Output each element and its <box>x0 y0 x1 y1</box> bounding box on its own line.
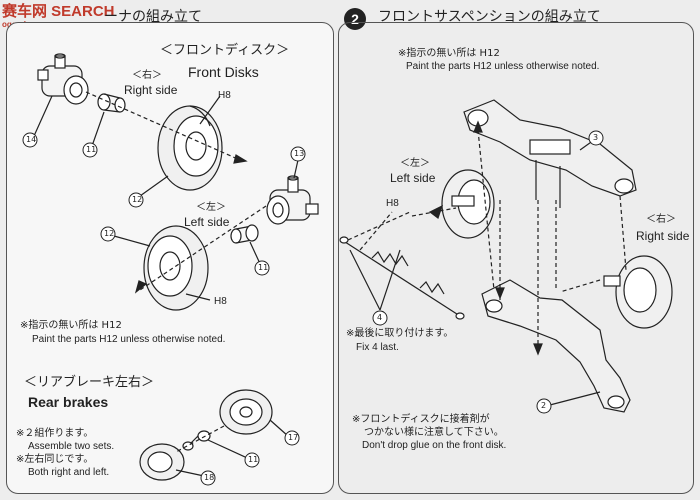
disk-part-12-right <box>157 105 223 191</box>
front-disks-header-jp: ＜フロントディスク＞ <box>160 43 290 58</box>
rear-brakes-header-en: Rear brakes <box>28 394 109 410</box>
step2-paint-note-jp: ※指示の無い所は H12 <box>398 48 500 59</box>
watermark-logo: 赛车网 SEARCH <box>2 3 115 20</box>
paint-note-jp: ※指示の無い所は H12 <box>20 320 122 331</box>
axle-part-11-left <box>230 224 259 244</box>
step2-title: フロントサスペンションの組み立て <box>378 9 601 25</box>
step2-left-label-jp: ＜左＞ <box>400 158 430 169</box>
right-side-label-jp: ＜右＞ <box>132 70 162 81</box>
rear-brakes-header-jp: ＜リアブレーキ左右＞ <box>24 375 155 390</box>
left-side-label-en: Left side <box>184 215 230 229</box>
part-number-11-right: 11 <box>86 145 97 154</box>
step2-left-label-en: Left side <box>390 171 436 185</box>
part-number-18: 18 <box>204 473 215 482</box>
step2-paint-code-h8: H8 <box>386 198 399 209</box>
part-number-12-left: 12 <box>104 229 115 238</box>
part-number-14: 14 <box>26 135 37 144</box>
disk-left-suspension <box>441 169 495 239</box>
left-side-label-jp: ＜左＞ <box>196 202 226 213</box>
fix-note-en: Fix 4 last. <box>356 342 399 353</box>
rear-note1-en: Assemble two sets. <box>28 441 115 452</box>
part-number-4: 4 <box>377 313 383 322</box>
rear-note1-jp: ※２組作ります。 <box>16 428 94 439</box>
part-number-11-left: 11 <box>258 263 269 272</box>
upper-arm-part-3 <box>463 99 637 208</box>
part-number-17: 17 <box>288 433 299 442</box>
drum-part-18 <box>139 443 185 481</box>
step2-panel <box>338 22 694 494</box>
step2-paint-note-en: Paint the parts H12 unless otherwise not… <box>406 61 600 72</box>
glue-note-jp-2: つかない様に注意して下さい。 <box>364 427 504 438</box>
step2-right-label-jp: ＜右＞ <box>646 214 676 225</box>
glue-note-en: Don't drop glue on the front disk. <box>362 440 507 451</box>
glue-note-jp-1: ※フロントディスクに接着剤が <box>352 414 490 425</box>
rear-note2-jp: ※左右同じです。 <box>16 454 94 465</box>
rear-note2-en: Both right and left. <box>28 467 110 478</box>
paint-note-en: Paint the parts H12 unless otherwise not… <box>32 334 226 345</box>
paint-code-h8-a: H8 <box>218 90 231 101</box>
part-number-13: 13 <box>294 149 305 158</box>
bracket-part-13 <box>266 175 319 225</box>
step2-right-label-en: Right side <box>636 229 690 243</box>
disk-part-12-left <box>143 225 209 311</box>
part-number-12-right: 12 <box>132 195 143 204</box>
front-disks-header-en: Front Disks <box>188 64 259 80</box>
axle-part-11-rear <box>182 430 211 451</box>
part-number-2: 2 <box>541 401 547 410</box>
part-number-3: 3 <box>593 133 599 142</box>
part-number-11-rear: 11 <box>248 455 259 464</box>
paint-code-h8-b: H8 <box>214 296 227 307</box>
fix-note-jp: ※最後に取り付けます。 <box>346 328 454 339</box>
bracket-part-14 <box>37 53 89 105</box>
disk-right-suspension <box>603 255 673 329</box>
axle-part-11-right <box>97 93 126 113</box>
step1-title: ーナの組み立て <box>104 9 202 25</box>
right-side-label-en: Right side <box>124 83 178 97</box>
disk-part-17 <box>219 389 273 435</box>
spring-rod-part-4 <box>339 236 465 320</box>
